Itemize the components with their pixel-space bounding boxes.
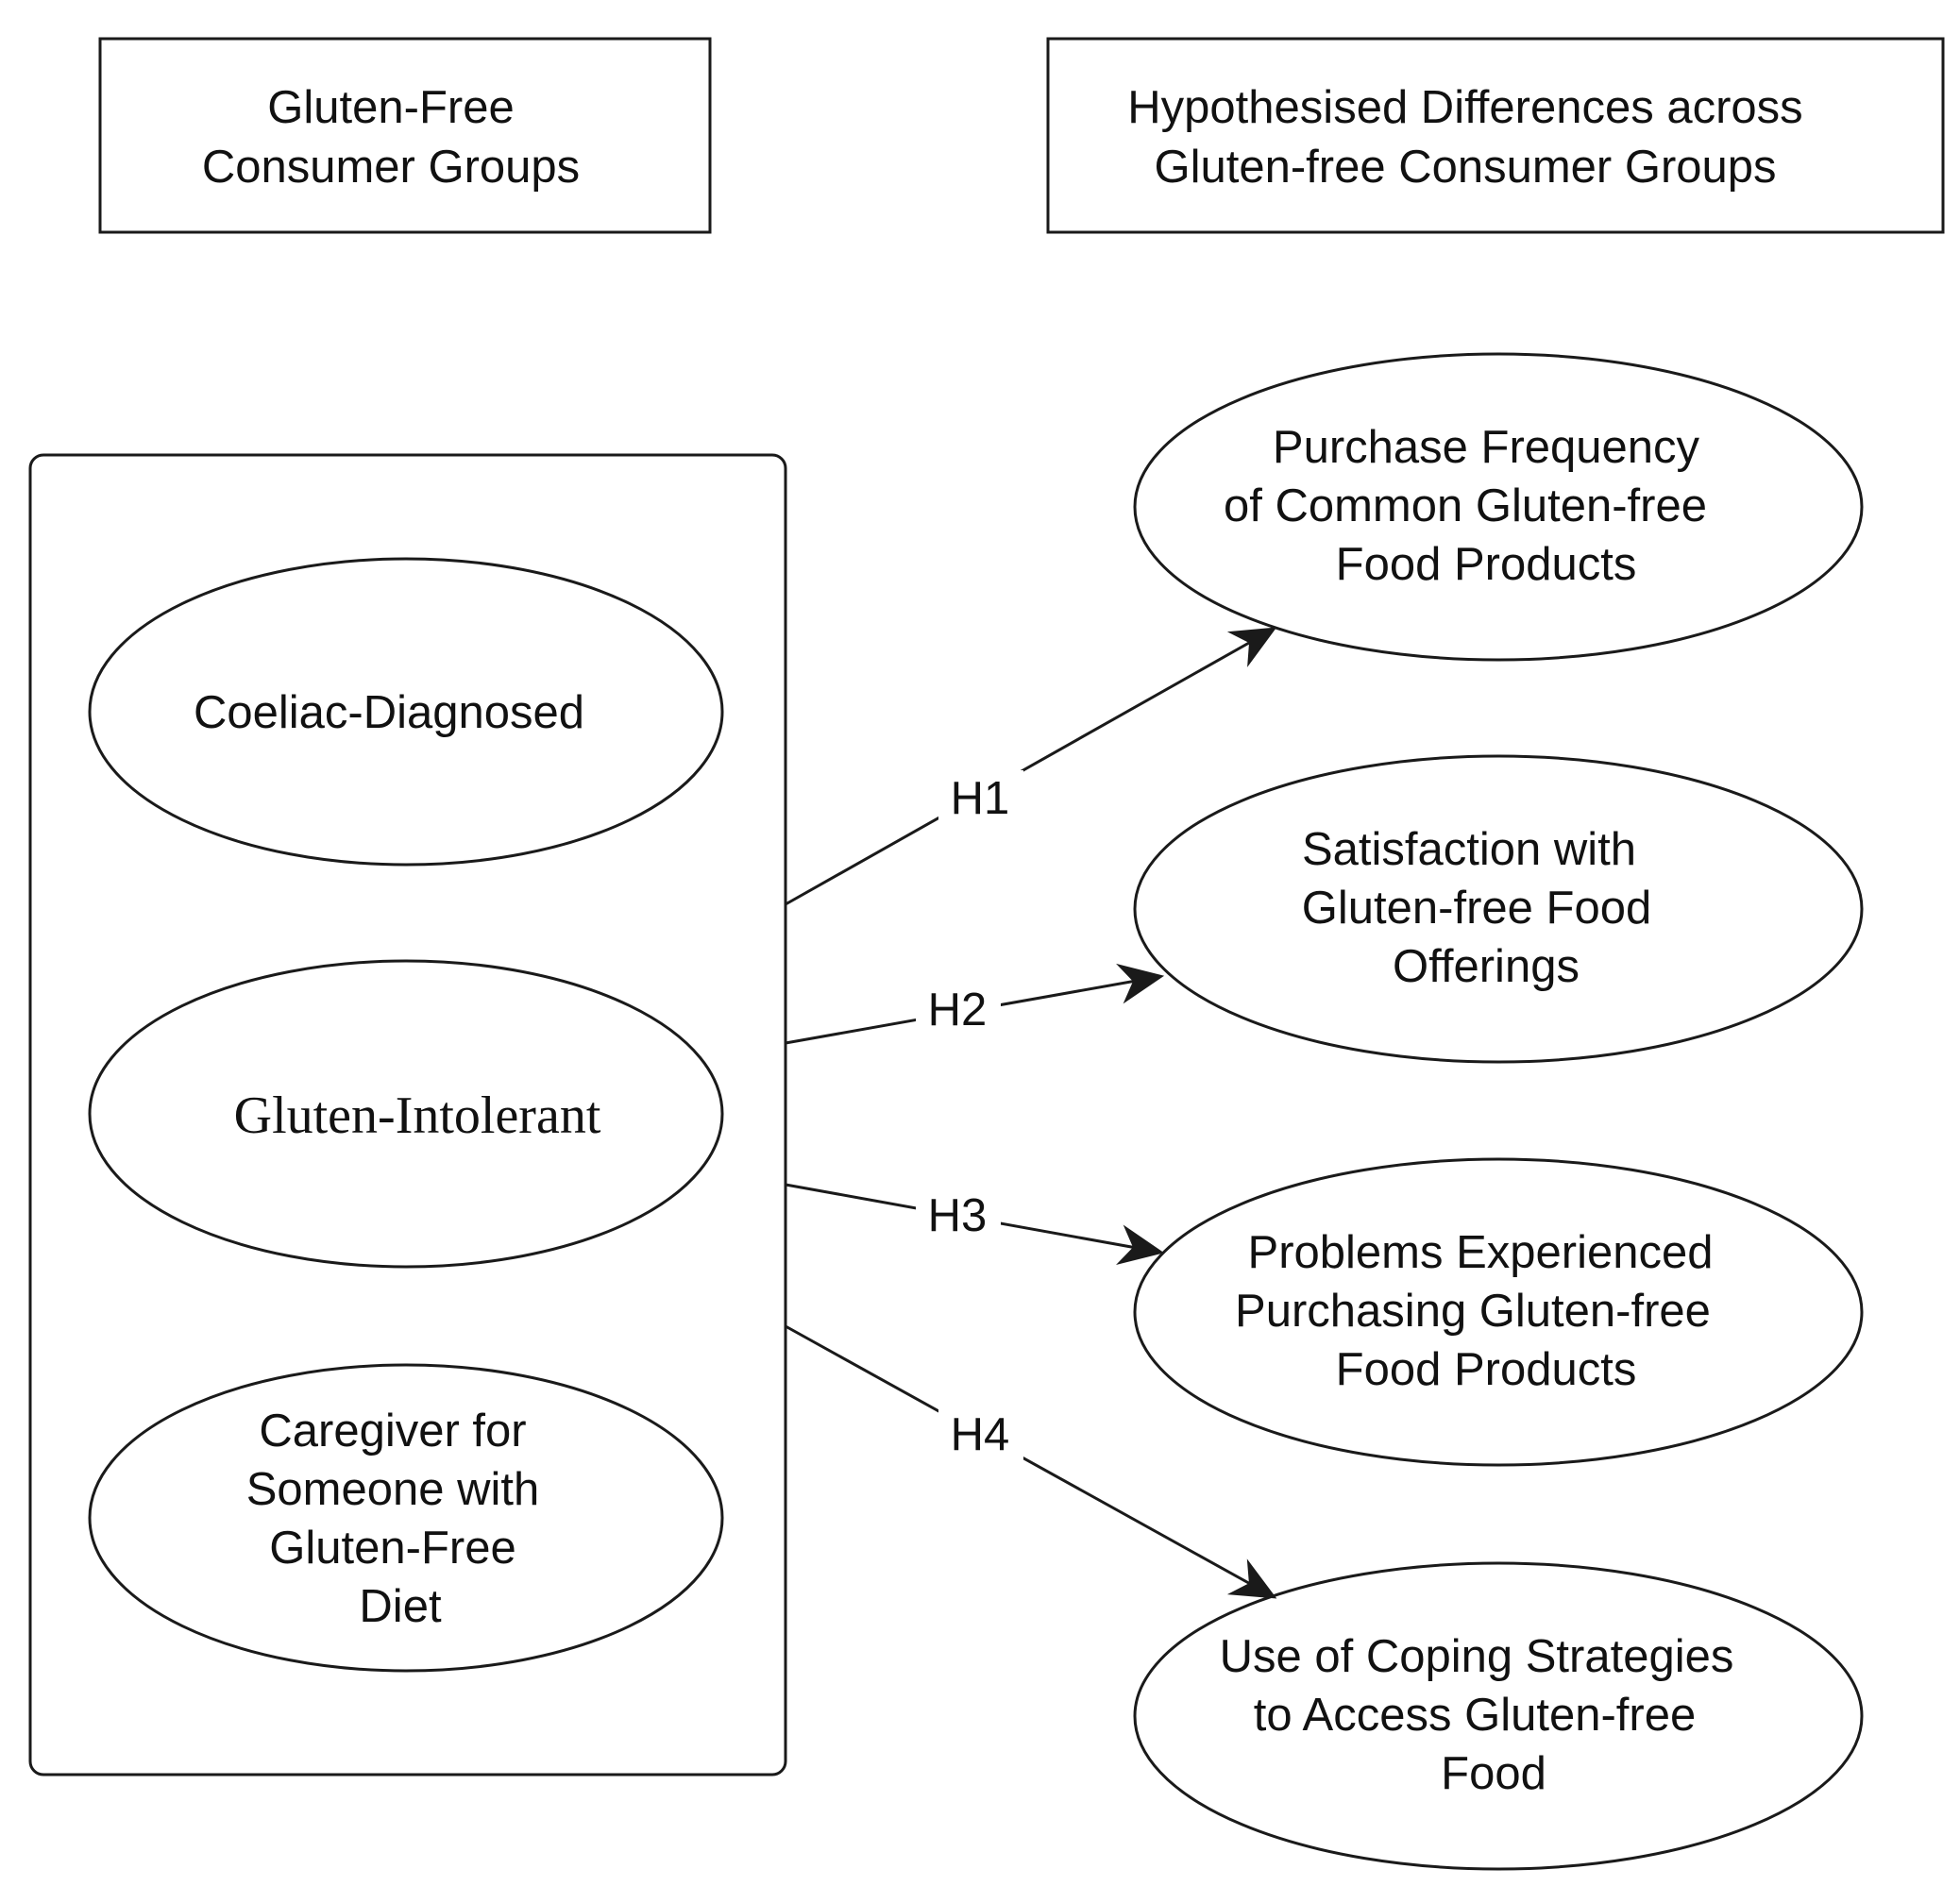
hypothesis-label-h1: H1 <box>951 773 1010 824</box>
outcome-problems-experienced-line-2: Purchasing Gluten-free <box>1235 1286 1711 1337</box>
outcome-purchase-frequency-line-2: of Common Gluten-free <box>1224 480 1707 531</box>
hypothesis-label-h3: H3 <box>928 1190 988 1241</box>
outcome-satisfaction-line-2: Gluten-free Food <box>1302 883 1651 934</box>
header-consumer-groups-line-1: Gluten-Free <box>267 82 514 133</box>
outcome-purchase-frequency-line-3: Food Products <box>1336 539 1637 590</box>
outcome-coping-strategies: Use of Coping Strategies to Access Glute… <box>1133 1561 1864 1871</box>
outcome-satisfaction-line-3: Offerings <box>1393 941 1580 992</box>
outcome-coping-strategies-line-1: Use of Coping Strategies <box>1220 1631 1734 1682</box>
outcome-satisfaction: Satisfaction with Gluten-free Food Offer… <box>1133 754 1864 1064</box>
outcome-purchase-frequency: Purchase Frequency of Common Gluten-free… <box>1133 352 1864 662</box>
hypothesis-arrow-h1: H1 <box>785 627 1277 906</box>
group-coeliac-diagnosed: Coeliac-Diagnosed <box>88 557 724 867</box>
group-gluten-intolerant-label: Gluten-Intolerant <box>234 1086 601 1145</box>
group-caregiver-line-1: Caregiver for <box>259 1406 526 1457</box>
outcome-problems-experienced-line-3: Food Products <box>1336 1344 1637 1395</box>
hypothesis-label-h2: H2 <box>928 985 988 1036</box>
hypothesis-arrow-h3: H3 <box>785 1183 1165 1266</box>
outcome-problems-experienced: Problems Experienced Purchasing Gluten-f… <box>1133 1157 1864 1467</box>
outcome-satisfaction-line-1: Satisfaction with <box>1302 824 1636 875</box>
outcome-purchase-frequency-line-1: Purchase Frequency <box>1273 422 1700 473</box>
group-coeliac-diagnosed-label: Coeliac-Diagnosed <box>194 687 584 738</box>
group-caregiver-line-2: Someone with <box>246 1464 540 1515</box>
header-hypothesised-differences: Hypothesised Differences across Gluten-f… <box>1046 37 1945 234</box>
outcome-problems-experienced-line-1: Problems Experienced <box>1248 1227 1714 1278</box>
outcome-coping-strategies-line-2: to Access Gluten-free <box>1254 1690 1696 1741</box>
outcome-coping-strategies-line-3: Food <box>1441 1748 1546 1799</box>
hypothesis-arrow-h2: H2 <box>785 963 1165 1045</box>
group-caregiver-line-3: Gluten-Free <box>269 1523 515 1574</box>
group-caregiver-line-4: Diet <box>359 1581 442 1632</box>
header-hypothesised-differences-line-1: Hypothesised Differences across <box>1127 82 1802 133</box>
hypothesis-arrow-h4: H4 <box>785 1324 1277 1599</box>
header-hypothesised-differences-line-2: Gluten-free Consumer Groups <box>1154 142 1776 193</box>
group-caregiver: Caregiver for Someone with Gluten-Free D… <box>88 1363 724 1673</box>
header-consumer-groups-line-2: Consumer Groups <box>202 142 580 193</box>
hypothesis-label-h4: H4 <box>951 1409 1010 1460</box>
group-gluten-intolerant: Gluten-Intolerant <box>88 959 724 1269</box>
header-consumer-groups: Gluten-Free Consumer Groups <box>98 37 712 234</box>
